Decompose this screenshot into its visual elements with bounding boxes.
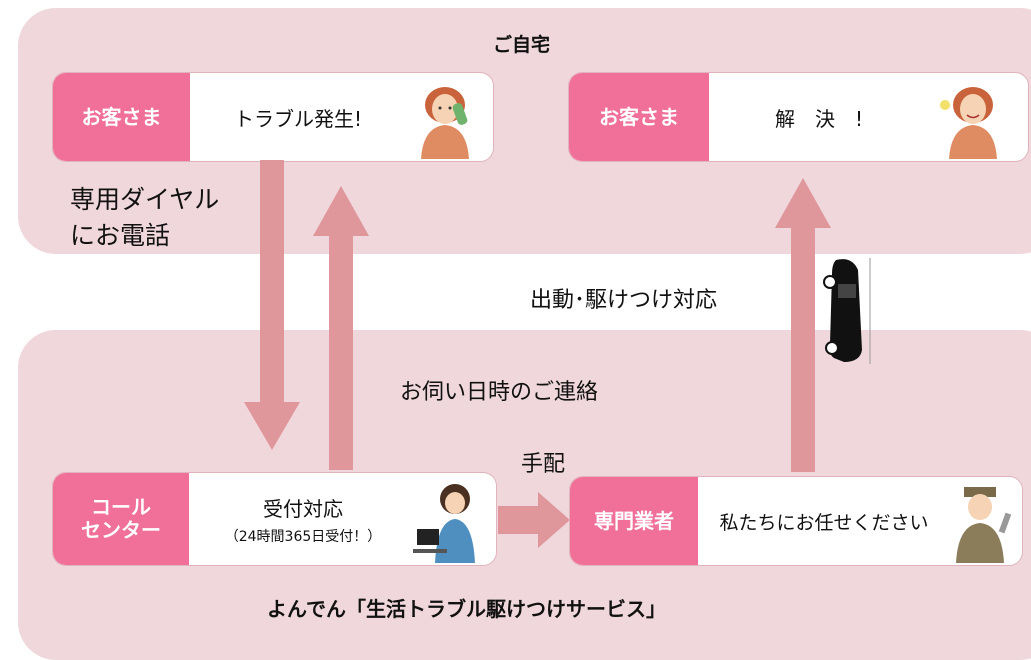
down-arrow-to-call-center xyxy=(244,160,300,450)
technician-icon xyxy=(956,487,1012,563)
resolved-text: 解 決 ! xyxy=(774,106,864,131)
dial-label-line2: にお電話 xyxy=(70,221,171,250)
call-center-tag: コール センター xyxy=(53,473,189,565)
customer-tag: お客さま xyxy=(569,73,709,161)
dial-label-line1: 専用ダイヤル xyxy=(70,185,220,214)
woman-phone-icon xyxy=(421,87,469,159)
service-title: よんでん「生活トラブル駆けつけサービス」 xyxy=(267,597,666,621)
call-center-tag-line2: センター xyxy=(81,518,161,542)
customer-tag: お客さま xyxy=(53,73,190,161)
up-arrow-to-resolved xyxy=(775,178,831,472)
up-arrow-to-customer xyxy=(313,186,369,470)
arrange-label: 手配 xyxy=(521,452,566,477)
customer-resolved-box: お客さま 解 決 ! xyxy=(568,72,1029,162)
call-center-tag-line1: コール xyxy=(91,495,151,519)
right-arrow-to-specialist xyxy=(498,492,570,548)
customer-trouble-box: お客さま トラブル発生! xyxy=(52,72,494,162)
trouble-text: トラブル発生! xyxy=(233,106,363,131)
specialist-text: 私たちにお任せください xyxy=(719,511,929,534)
operator-icon xyxy=(413,484,475,563)
reception-hours-text: （24時間365日受付！） xyxy=(224,528,382,545)
home-title: ご自宅 xyxy=(493,34,551,56)
call-center-text: 受付対応 （24時間365日受付！） xyxy=(193,473,413,565)
visit-contact-label: お伺い日時のご連絡 xyxy=(400,380,599,405)
call-center-box: コール センター 受付対応 （24時間365日受付！） xyxy=(52,472,497,566)
specialist-box: 専門業者 私たちにお任せください xyxy=(569,476,1023,566)
dispatch-label: 出動･駆けつけ対応 xyxy=(530,288,718,313)
reception-text: 受付対応 xyxy=(263,496,343,521)
specialist-tag: 専門業者 xyxy=(570,477,698,565)
woman-happy-icon xyxy=(940,87,997,159)
car-icon xyxy=(823,258,871,364)
